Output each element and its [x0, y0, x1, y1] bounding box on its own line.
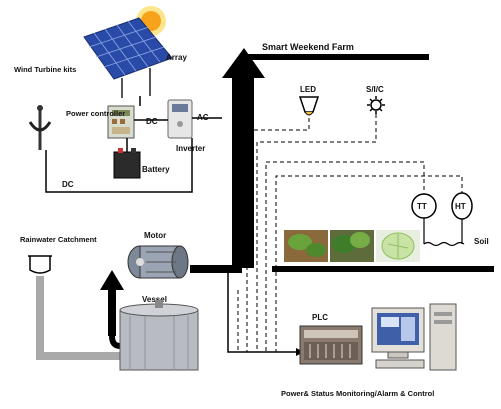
gear-sensor-icon — [367, 96, 385, 114]
power-controller-label: Power controller — [66, 109, 125, 118]
crop-photo-3 — [376, 230, 420, 262]
humidity-sensor-icon — [451, 192, 473, 244]
solar-panel-icon — [83, 17, 173, 98]
plc-icon — [299, 325, 363, 365]
farm-top-bar — [244, 54, 429, 60]
motor-label: Motor — [144, 231, 166, 240]
led-lamp-icon — [298, 96, 320, 116]
power-wiring — [45, 96, 222, 193]
farm-shelf-bar — [272, 266, 494, 272]
main-bus-arrow — [222, 48, 265, 268]
inverter-icon — [167, 99, 193, 139]
wind-turbine-label-line: Wind Turbine kits — [14, 65, 76, 74]
crop-photo-1 — [284, 230, 328, 262]
vessel-icon — [119, 300, 199, 371]
led-label: LED — [300, 85, 316, 94]
rain-catchment-icon — [28, 255, 52, 274]
vessel-to-motor-arrowhead — [100, 270, 124, 290]
battery-icon — [113, 148, 141, 179]
array-label: Array — [166, 53, 187, 62]
soil-wave — [423, 241, 465, 247]
water-pipe — [36, 276, 120, 360]
vessel-label: Vessel — [142, 295, 167, 304]
plc-label: PLC — [312, 313, 328, 322]
vessel-return-pipe — [109, 335, 121, 349]
temperature-sensor-icon — [411, 193, 437, 244]
computer-icon — [371, 303, 457, 371]
crop-photo-2 — [330, 230, 374, 262]
tt-label: TT — [417, 202, 427, 211]
dc-label-controller: DC — [146, 117, 158, 126]
signal-lines — [237, 114, 463, 352]
motor-outlet-pipe — [190, 265, 242, 273]
plc-feed-line — [227, 268, 296, 353]
dc-label-bottom: DC — [62, 180, 74, 189]
farm-title: Smart Weekend Farm — [262, 42, 354, 52]
wind-turbine-label: Wind Turbine kits — [14, 65, 76, 74]
power-controller-icon — [107, 105, 135, 139]
footer-caption: Power& Status Monitoring/Alarm & Control — [281, 389, 434, 398]
battery-label: Battery — [142, 165, 170, 174]
soil-label: Soil — [474, 237, 489, 246]
rainwater-label: Rainwater Catchment — [20, 235, 97, 244]
motor-icon — [127, 245, 189, 279]
src-label: S/I/C — [366, 85, 384, 94]
inverter-label: Inverter — [176, 144, 205, 153]
ht-label: HT — [455, 202, 466, 211]
wind-turbine-icon — [28, 105, 52, 150]
